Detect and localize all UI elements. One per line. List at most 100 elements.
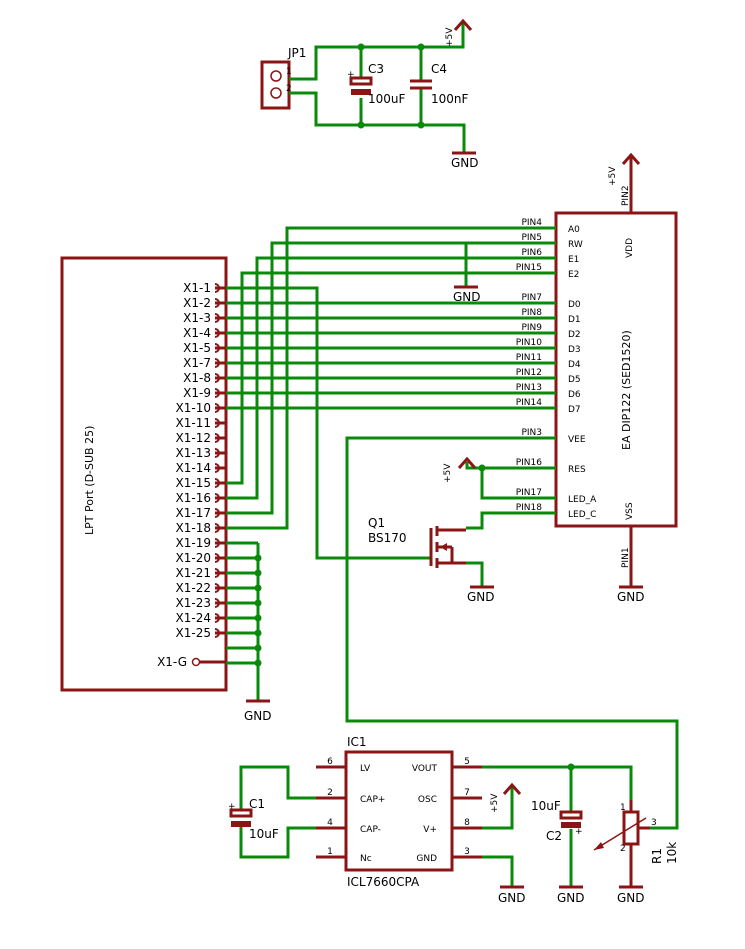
lpt-pin-label: X1-22 [176,581,211,595]
c2-capacitor [559,810,583,820]
r1-pin1-number: 1 [620,803,626,813]
wire-gnd-rail [289,91,466,152]
lcd-pin-net: PIN6 [521,248,542,258]
c1-value: 10uF [249,827,279,841]
lcd-pin-net: PIN7 [521,293,542,303]
lcd-pin-net: PIN4 [521,218,542,228]
ic1-label: IC1 [347,735,367,749]
lpt-pin-label: X1-20 [176,551,211,565]
r1-value: 10k [665,842,679,864]
lcd-module-label: EA DIP122 (SED1520) [620,330,633,450]
lpt-pin-socket [214,373,220,383]
ic1-left-pin-name: CAP+ [360,795,385,805]
jp1-pin1-pad [270,70,282,82]
c4-value: 100nF [431,92,469,106]
lcd-pin-name: LED_C [568,510,596,520]
vcc-arrow-lcd [621,152,641,165]
ic1-right-pin-name: GND [416,854,437,864]
lpt-pin-socket [214,328,220,338]
lcd-pin-name: A0 [568,225,580,235]
vcc-arrow-ic [502,782,522,795]
lcd-pin-net: PIN8 [521,308,542,318]
lcd-pin-name: D0 [568,300,581,310]
c1-capacitor [229,808,253,818]
lpt-pin-socket [214,493,220,503]
lpt-pin-label: X1-12 [176,431,211,445]
jp1-pin2-number: 2 [286,84,292,94]
ic1-right-pin-number: 8 [464,818,470,828]
c2-value: 10uF [531,799,561,813]
lcd-pin-name: E2 [568,270,579,280]
c1-label: C1 [249,797,265,811]
gnd-label-ic: GND [498,891,526,905]
ic1-value: ICL7660CPA [347,875,420,889]
lcd-pin-name: D7 [568,405,581,415]
lcd-pin-net: PIN15 [516,263,542,273]
ic1-left-pin-number: 6 [327,757,333,767]
lcd-pin-net: PIN13 [516,383,542,393]
lpt-pin-label: X1-21 [176,566,211,580]
jp1-pin1-number: 1 [286,67,292,77]
lcd-pin-name: D1 [568,315,581,325]
lpt-gnd-pad [191,657,201,667]
lcd-pin-net: PIN14 [516,398,543,408]
lpt-pin-socket [214,418,220,428]
q1-value: BS170 [368,531,407,545]
lcd-pin-name: LED_A [568,495,597,505]
lpt-pin-label: X1-3 [183,311,211,325]
lpt-pin-socket [214,448,220,458]
lcd-pin-net: PIN16 [516,458,543,468]
lpt-pin-socket [214,403,220,413]
lcd-pin2-label: PIN2 [621,185,631,206]
lpt-pin-socket [214,523,220,533]
ic1-left-pin-number: 1 [327,847,333,857]
lpt-pin-label: X1-2 [183,296,211,310]
lpt-pin-socket [214,568,220,578]
lcd-pin-net: PIN3 [521,428,542,438]
lpt-port-label: LPT Port (D-SUB 25) [83,426,96,535]
lcd-pin-net: PIN9 [521,323,542,333]
lpt-pin-socket [214,343,220,353]
lpt-pin-label: X1-7 [183,356,211,370]
jp1-pin2-pad [270,87,282,99]
lpt-pin-socket [214,538,220,548]
c2-label: C2 [546,829,562,843]
lpt-port-section: LPT Port (D-SUB 25) X1-1X1-2X1-3X1-4X1-5… [60,256,228,692]
vcc-arrow-res [457,456,477,469]
lpt-pin-label: X1-25 [176,626,211,640]
ic1-left-pin-name: LV [360,764,371,774]
r1-pin2-number: 2 [620,844,626,854]
lcd-vss-label: VSS [625,502,635,520]
lpt-pin-socket [214,388,220,398]
lpt-pin-list: X1-1X1-2X1-3X1-4X1-5X1-7X1-8X1-9X1-10X1-… [176,281,226,640]
wire-5v-rail [289,23,465,81]
lpt-pin-label: X1-4 [183,326,211,340]
c3-value: 100uF [368,92,406,106]
lcd-pin1-label: PIN1 [621,547,631,568]
lpt-port-body [60,256,228,692]
c4-label: C4 [431,62,447,76]
lcd-pin-name: E1 [568,255,579,265]
jp1-label: JP1 [287,46,306,60]
gnd-label-lpt: GND [244,709,272,723]
lcd-pin-name: D6 [568,390,581,400]
lpt-pin-label: X1-15 [176,476,211,490]
lpt-pin-socket [214,298,220,308]
lpt-pin-socket [214,358,220,368]
vcc-label-lcd: +5V [608,166,618,186]
q1-mosfet: GND Q1 BS170 [368,516,495,604]
vcc-label-res: +5V [443,463,453,483]
lcd-pin-net: PIN18 [516,503,543,513]
c3-plus-sign: + [347,70,355,80]
lcd-pin-net: PIN12 [516,368,542,378]
lpt-pin-label: X1-13 [176,446,211,460]
r1-pin3-number: 3 [651,818,657,828]
lcd-pin-name: D2 [568,330,581,340]
lpt-pin-label: X1-8 [183,371,211,385]
lpt-pin-socket [214,553,220,563]
ic1-right-pin-number: 5 [464,757,470,767]
r1-potentiometer: GND 1 2 3 R1 10k [593,800,679,905]
lpt-pin-label: X1-16 [176,491,211,505]
